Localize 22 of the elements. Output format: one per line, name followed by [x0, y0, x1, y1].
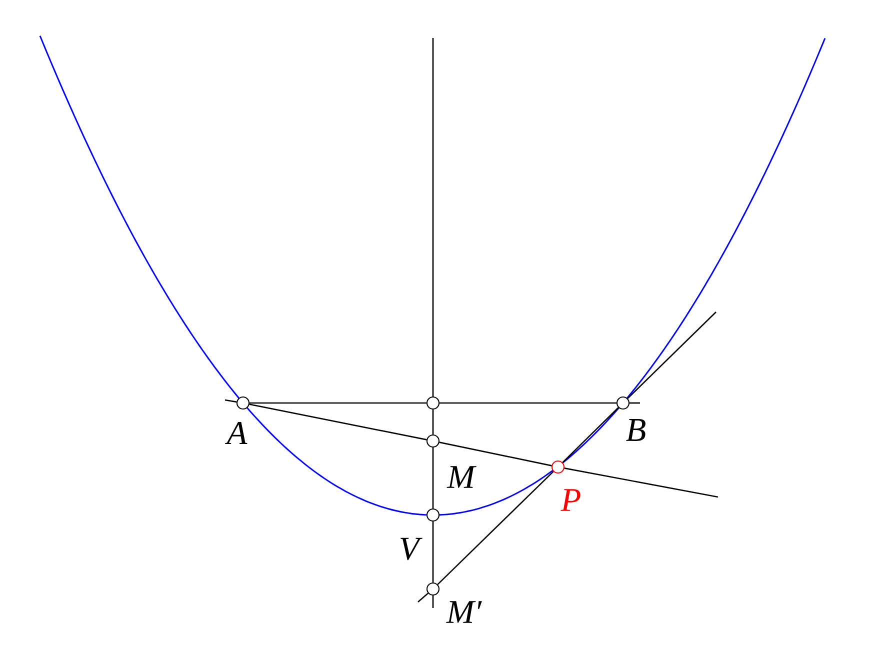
point-marker — [551, 460, 565, 474]
line-segment — [439, 442, 552, 466]
point-label: M — [446, 466, 476, 488]
point-label: B — [626, 419, 646, 441]
point-label: M′ — [446, 601, 482, 623]
point-marker — [426, 396, 440, 410]
point-marker — [616, 396, 630, 410]
point-label: V — [400, 538, 422, 560]
line-segment — [562, 407, 619, 463]
point-marker — [426, 582, 440, 596]
line-segment — [250, 402, 426, 404]
point-marker — [426, 434, 440, 448]
point-label: A — [225, 422, 248, 444]
point-marker — [236, 396, 250, 410]
point-marker — [426, 508, 440, 522]
point-label: P — [560, 489, 580, 511]
line-segment — [437, 471, 554, 585]
line-segment — [432, 448, 434, 508]
line-segment — [432, 410, 434, 434]
line-segment — [432, 522, 434, 582]
line-segment — [440, 402, 616, 404]
line-segment — [249, 404, 427, 440]
